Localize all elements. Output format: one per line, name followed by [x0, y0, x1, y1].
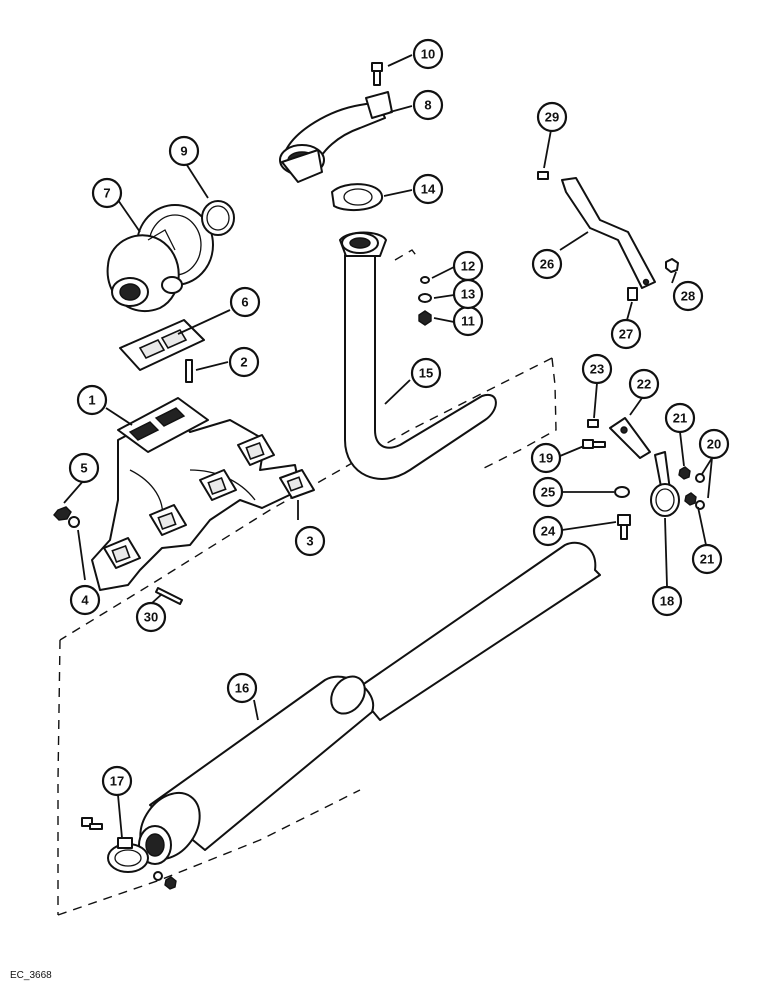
svg-text:4: 4 [81, 593, 89, 608]
callout-8: 8 [412, 89, 444, 121]
callout-22: 22 [628, 368, 660, 400]
callout-28: 28 [672, 280, 704, 312]
clamp-small-parts [678, 466, 705, 510]
svg-text:18: 18 [660, 594, 674, 609]
callout-15: 15 [410, 357, 442, 389]
muffler-tail-pipe [138, 541, 601, 865]
callout-3: 3 [294, 525, 326, 557]
callout-29: 29 [536, 101, 568, 133]
svg-text:11: 11 [461, 314, 475, 329]
manifold-stud [155, 587, 183, 605]
callout-23: 23 [581, 353, 613, 385]
svg-text:6: 6 [241, 295, 248, 310]
callout-11: 11 [452, 305, 484, 337]
callout-9: 9 [168, 135, 200, 167]
down-pipe-fasteners [418, 276, 432, 326]
svg-text:26: 26 [540, 257, 554, 272]
clamp-bracket [609, 417, 651, 459]
svg-text:27: 27 [619, 327, 633, 342]
manifold-nut-and-washer [53, 506, 80, 528]
svg-text:1: 1 [88, 393, 95, 408]
bracket-bolt [537, 171, 549, 180]
callout-2: 2 [228, 346, 260, 378]
elbow-bolt [371, 62, 383, 86]
svg-text:7: 7 [103, 186, 110, 201]
svg-text:8: 8 [424, 98, 431, 113]
callout-30: 30 [135, 601, 167, 633]
svg-text:13: 13 [461, 287, 475, 302]
clamp-bolts [582, 419, 631, 540]
callout-4: 4 [69, 584, 101, 616]
svg-text:25: 25 [541, 485, 555, 500]
svg-text:14: 14 [421, 182, 436, 197]
callout-26: 26 [531, 248, 563, 280]
callout-16: 16 [226, 672, 258, 704]
callout-14: 14 [412, 173, 444, 205]
svg-text:2: 2 [240, 355, 247, 370]
svg-text:29: 29 [545, 110, 559, 125]
manifold-port-gasket [279, 469, 315, 499]
callout-18: 18 [651, 585, 683, 617]
svg-text:19: 19 [539, 451, 553, 466]
svg-text:16: 16 [235, 681, 249, 696]
callout-12: 12 [452, 250, 484, 282]
callout-21b: 21 [691, 543, 723, 575]
callout-27: 27 [610, 318, 642, 350]
callout-24: 24 [532, 515, 564, 547]
exhaust-manifold [91, 397, 301, 591]
callout-13: 13 [452, 278, 484, 310]
callout-19: 19 [530, 442, 562, 474]
callout-1: 1 [76, 384, 108, 416]
exhaust-elbow [279, 91, 393, 183]
bracket-nut [665, 258, 679, 273]
support-bracket [561, 177, 656, 289]
svg-text:28: 28 [681, 289, 695, 304]
svg-text:20: 20 [707, 437, 721, 452]
svg-text:5: 5 [80, 461, 87, 476]
svg-text:17: 17 [110, 774, 124, 789]
bracket-screw [627, 287, 638, 301]
callout-6: 6 [229, 286, 261, 318]
svg-text:15: 15 [419, 366, 433, 381]
svg-text:23: 23 [590, 362, 604, 377]
muffler-clamp-fasteners [81, 817, 177, 890]
svg-text:30: 30 [144, 610, 158, 625]
callout-17: 17 [101, 765, 133, 797]
muffler-clamp [107, 837, 149, 873]
assembly-guide-lines [57, 249, 557, 916]
elbow-gasket [331, 183, 383, 212]
callout-20: 20 [698, 428, 730, 460]
svg-text:12: 12 [461, 259, 475, 274]
tail-clamp [650, 451, 680, 517]
svg-text:21: 21 [700, 552, 714, 567]
svg-text:10: 10 [421, 47, 435, 62]
leader-lines [63, 54, 713, 839]
turbocharger [106, 204, 214, 313]
callout-25: 25 [532, 476, 564, 508]
svg-text:21: 21 [673, 411, 687, 426]
callout-5: 5 [68, 452, 100, 484]
exhaust-down-pipe [339, 231, 497, 480]
callout-7: 7 [91, 177, 123, 209]
svg-text:24: 24 [541, 524, 556, 539]
svg-text:22: 22 [637, 377, 651, 392]
figure-reference-code: EC_3668 [10, 970, 52, 981]
callout-21a: 21 [664, 402, 696, 434]
svg-text:9: 9 [180, 144, 187, 159]
turbo-stud [185, 359, 193, 383]
callout-10: 10 [412, 38, 444, 70]
turbo-seal-ring [201, 200, 235, 236]
svg-text:3: 3 [306, 534, 313, 549]
